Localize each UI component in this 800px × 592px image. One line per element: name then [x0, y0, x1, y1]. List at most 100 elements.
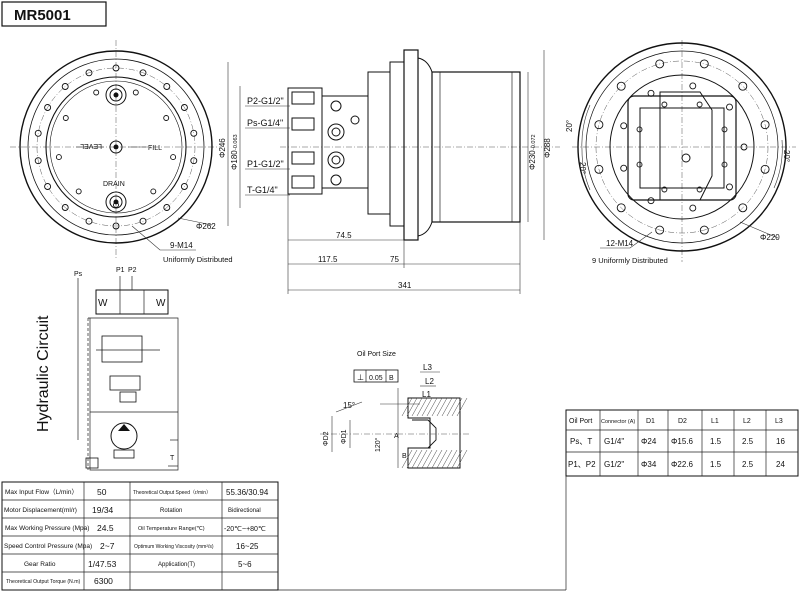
- port-p2-label: P2: [128, 267, 137, 274]
- front-view: LEVEL FILL DRAIN Φ262 9-M14 Uniformly Di…: [10, 40, 233, 264]
- drain-label: DRAIN: [103, 181, 125, 188]
- center-plug: [109, 140, 123, 154]
- oil-table-cell: Φ15.6: [671, 437, 694, 446]
- front-cover-bolts: [55, 89, 177, 208]
- front-cover-bolt: [55, 154, 62, 161]
- spec-value: 6300: [94, 576, 113, 586]
- side-dia-288: Φ288: [543, 138, 552, 158]
- w-label-left: W: [98, 298, 108, 309]
- d2-label: ΦD2: [323, 431, 330, 446]
- front-bolt-hole: [44, 104, 52, 111]
- rear-mount-hole: [647, 197, 655, 205]
- rear-mount-hole: [726, 183, 733, 191]
- front-cover-bolt: [163, 115, 170, 121]
- spec-label: Optimum Working Viscosity (mm²/s): [134, 544, 214, 550]
- hatch-line: [431, 397, 443, 417]
- oil-table-cell: Ps、T: [570, 437, 592, 446]
- oil-table-header-1: Connector (A): [601, 419, 635, 425]
- port-label-t: T-G1/4": [247, 185, 278, 195]
- rear-inner-bolt: [721, 161, 728, 168]
- rear-bolt-hole: [655, 59, 665, 69]
- spec-label: Theoretical Output Speed（r/min）: [133, 490, 211, 496]
- rear-bolt-hole: [699, 59, 709, 69]
- side-len-117-5: 117.5: [318, 255, 338, 264]
- rear-bolts-note2: 9 Uniformly Distributed: [592, 256, 668, 265]
- spec-label: Application(T): [158, 562, 195, 568]
- hatch-line: [406, 449, 418, 469]
- gdt-ref: B: [389, 375, 394, 382]
- rear-bolt-hole: [760, 120, 770, 130]
- front-bolt-hole: [34, 157, 42, 165]
- front-cover-bolt: [150, 188, 157, 195]
- hatch-line: [446, 449, 458, 469]
- ref-a: A: [394, 433, 399, 440]
- oil-port-table: Oil Port Connector (A) D1 D2 L1 L2 L3 Ps…: [565, 409, 799, 477]
- port-bosses: [291, 91, 360, 189]
- side-dia-180: Φ180: [230, 150, 239, 170]
- spec-label: Max Input Flow（L/min）: [5, 488, 78, 496]
- hatch-line: [401, 397, 413, 417]
- fill-label: FILL: [148, 145, 162, 152]
- rear-bolt-hole: [738, 81, 748, 91]
- rear-mount-hole: [620, 164, 628, 172]
- front-bolt-hole: [85, 217, 93, 225]
- port-label-p2: P2-G1/2": [247, 96, 284, 106]
- side-len-74-5: 74.5: [336, 231, 352, 240]
- front-cover-bolt: [62, 115, 69, 121]
- model-title: MR5001: [14, 7, 71, 24]
- rear-mount-hole: [689, 82, 697, 90]
- side-dia-180-tol: -0.063: [233, 134, 239, 150]
- side-dia-230: Φ230: [528, 150, 537, 170]
- oil-port-title: Oil Port Size: [357, 351, 396, 358]
- front-bolt-hole: [139, 69, 147, 77]
- front-cover-bolt: [132, 89, 139, 96]
- hatch-line: [456, 397, 468, 417]
- front-bolt-hole: [139, 217, 147, 225]
- hatch-line: [451, 449, 463, 469]
- spec-value: 19/34: [92, 505, 114, 515]
- front-bolt-hole: [190, 129, 198, 137]
- side-view: P2-G1/2" Ps-G1/4" P1-G1/2" T-G1/4" Φ246 …: [218, 49, 560, 294]
- rear-inner-bolts: [636, 101, 728, 193]
- gdt-symbol: ⊥: [357, 373, 364, 382]
- front-bolt-hole: [85, 69, 93, 77]
- spec-label: Theoretical Output Torque (N.m): [6, 579, 81, 585]
- l3-label: L3: [423, 363, 432, 372]
- rear-inner-bolt: [696, 101, 703, 108]
- title-block: MR5001: [1, 1, 107, 27]
- oil-table-cell: Φ34: [641, 460, 657, 469]
- front-cover-bolt: [170, 154, 177, 161]
- drain-plug: [105, 191, 127, 213]
- hatch-line: [456, 449, 468, 469]
- l1-label: L1: [422, 390, 431, 399]
- hatch-line: [451, 397, 463, 417]
- d1-label: ΦD1: [341, 429, 348, 444]
- front-bolt-hole: [180, 104, 188, 111]
- rear-bolt-hole: [594, 164, 604, 174]
- front-bolt-hole: [61, 83, 69, 90]
- front-cover-bolt: [93, 89, 100, 96]
- hatch-line: [421, 449, 433, 469]
- oil-table-header-0: Oil Port: [569, 418, 592, 425]
- port-p1-label: P1: [116, 267, 125, 274]
- rear-inner-bolt: [721, 126, 728, 133]
- front-bolts-note: 9-M14: [170, 241, 193, 250]
- level-label: LEVEL: [80, 142, 102, 149]
- spec-value: 50: [97, 487, 107, 497]
- oil-table-header-2: D1: [646, 418, 655, 425]
- oil-table-cell: 24: [776, 460, 785, 469]
- front-bolt-hole: [112, 64, 120, 72]
- hatch-line: [416, 449, 428, 469]
- rear-mount-hole: [689, 204, 697, 212]
- rear-bolt-holes: [594, 59, 770, 235]
- l2-label: L2: [425, 377, 434, 386]
- spec-value: 1/47.53: [88, 559, 117, 569]
- hatch-line: [436, 449, 448, 469]
- rear-inner-bolt: [636, 161, 643, 168]
- oil-table-cell: 1.5: [710, 437, 722, 446]
- hatch-line: [426, 449, 438, 469]
- oil-port-detail: Oil Port Size ⊥ 0.05 B L3 L2 L1 15° 120°…: [320, 351, 470, 469]
- hatch-line: [411, 397, 423, 417]
- front-bolt-hole: [61, 204, 69, 211]
- spec-value: Bidirectional: [228, 508, 261, 514]
